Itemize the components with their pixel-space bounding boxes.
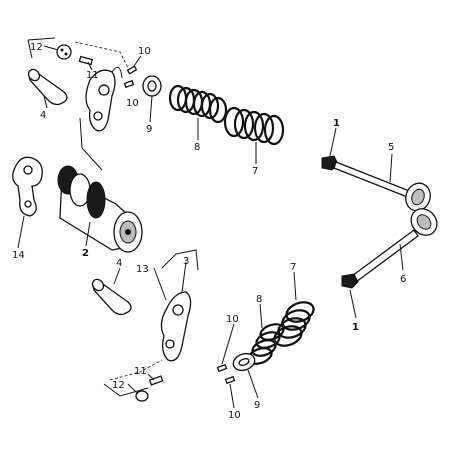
upper-bracket-bottom — [79, 117, 103, 171]
callout-labels: 12 10 11 10 4 9 8 7 1 5 2 14 3 4 13 7 6 … — [12, 42, 406, 421]
callout-10-upper-b: 10 — [126, 98, 139, 109]
callout-11-lower: 11 — [134, 366, 147, 377]
callout-1-upper: 1 — [333, 118, 340, 129]
part-12-lower — [135, 390, 149, 402]
rocker-arm-lower — [160, 291, 192, 362]
lower-bracket-link — [161, 253, 177, 269]
lower-assembly-dash — [109, 359, 163, 381]
lower-rocker-group — [91, 249, 199, 402]
part-4-lower-shaft — [91, 278, 132, 316]
callout-14: 14 — [12, 250, 25, 261]
part-12-upper — [56, 44, 72, 60]
upper-rocker-group — [27, 37, 162, 171]
part-5-valve — [333, 161, 431, 212]
part-2-camshaft — [57, 165, 143, 253]
part-9-upper — [142, 75, 162, 97]
part-14 — [12, 156, 43, 217]
lower-bracket-top — [175, 249, 199, 271]
callout-1-lower: 1 — [352, 322, 359, 333]
callout-13: 13 — [136, 264, 149, 275]
lower-bracket-bottom — [103, 383, 149, 397]
callout-12-lower: 12 — [112, 380, 125, 391]
part-7-upper-spring — [223, 106, 285, 146]
callout-8-lower: 8 — [256, 294, 262, 305]
callout-7-lower: 7 — [290, 262, 296, 273]
callout-9-lower: 9 — [254, 400, 260, 411]
part-11-lower — [148, 375, 164, 386]
part-1-lower-seal — [341, 273, 359, 289]
callout-8-upper: 8 — [194, 142, 200, 153]
callout-4-lower: 4 — [116, 258, 122, 269]
part-6-valve — [351, 208, 438, 283]
part-7-lower-spring — [273, 301, 315, 347]
callout-6: 6 — [400, 274, 406, 285]
part-10-lower — [216, 363, 236, 385]
callout-10-lower-b: 10 — [228, 410, 241, 421]
part-9-lower-washer — [232, 352, 256, 372]
callout-9-upper: 9 — [146, 124, 152, 135]
part-8-upper-spring — [168, 84, 228, 124]
rocker-arm-upper — [85, 66, 123, 132]
callout-12-upper: 12 — [30, 42, 43, 53]
upper-assembly-dash — [74, 41, 129, 69]
callout-10-lower-a: 10 — [226, 314, 239, 325]
callout-11-upper: 11 — [86, 70, 99, 81]
callout-2: 2 — [82, 248, 89, 259]
part-11-upper — [78, 55, 94, 66]
callout-7-upper: 7 — [252, 166, 258, 177]
callout-3: 3 — [183, 256, 189, 267]
upper-bracket-line — [27, 37, 56, 59]
callout-10-upper-a: 10 — [138, 46, 151, 57]
callout-4-upper: 4 — [40, 110, 46, 121]
leader-lines — [17, 45, 404, 409]
part-4-upper-shaft — [27, 68, 68, 106]
part-10-upper — [123, 65, 138, 89]
callout-5: 5 — [388, 142, 394, 153]
